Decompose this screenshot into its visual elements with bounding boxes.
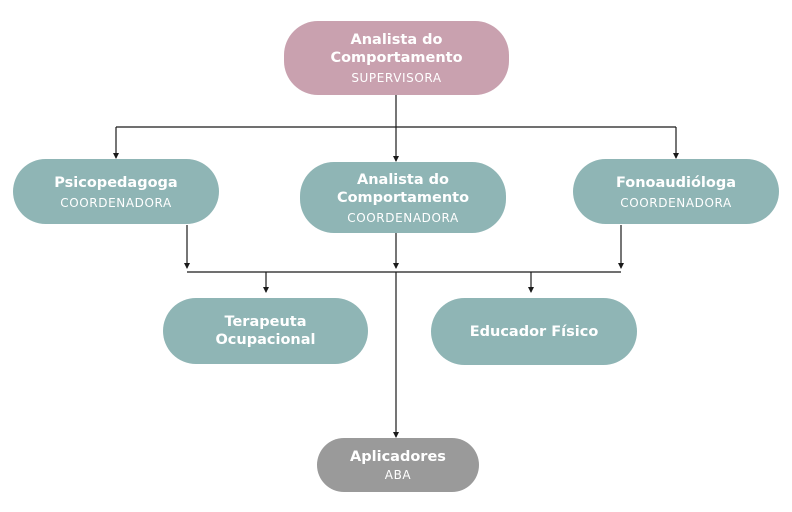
terapeuta-ocupacional-title: Terapeuta Ocupacional <box>215 314 316 348</box>
node-fonoaudiologa: Fonoaudióloga COORDENADORA <box>573 159 779 224</box>
psicopedagoga-role: COORDENADORA <box>60 195 172 210</box>
supervisor-title: Analista do Comportamento <box>330 32 463 66</box>
node-terapeuta-ocupacional: Terapeuta Ocupacional <box>163 298 368 364</box>
psicopedagoga-title: Psicopedagoga <box>54 174 178 191</box>
supervisor-role: SUPERVISORA <box>351 71 442 85</box>
node-analista-coordenadora: Analista do Comportamento COORDENADORA <box>300 162 506 233</box>
fonoaudiologa-title: Fonoaudióloga <box>615 174 737 191</box>
educador-fisico-title: Educador Físico <box>469 323 599 340</box>
node-educador-fisico: Educador Físico <box>431 298 637 365</box>
fonoaudiologa-role: COORDENADORA <box>620 195 732 210</box>
aplicadores-title: Aplicadores <box>350 449 446 465</box>
analista-coordenadora-role: COORDENADORA <box>347 210 459 225</box>
aplicadores-role: ABA <box>384 468 412 482</box>
analista-coordenadora-title: Analista do Comportamento <box>336 171 470 206</box>
node-psicopedagoga: Psicopedagoga COORDENADORA <box>13 159 219 224</box>
node-supervisor: Analista do Comportamento SUPERVISORA <box>284 21 509 95</box>
node-aplicadores: Aplicadores ABA <box>317 438 479 492</box>
